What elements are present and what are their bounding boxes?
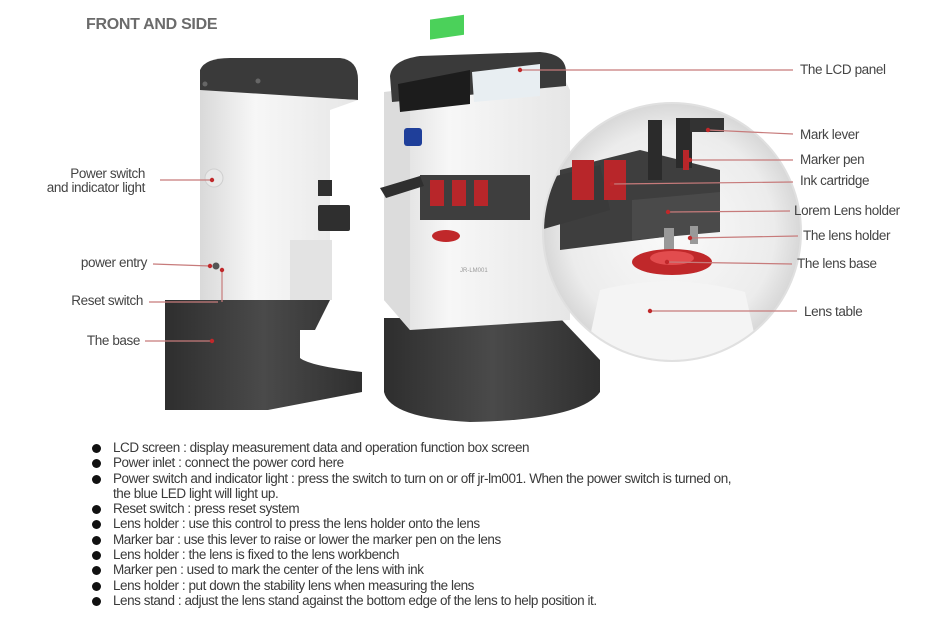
label-lcd-panel: The LCD panel [800, 62, 886, 77]
list-item: Lens stand : adjust the lens stand again… [92, 593, 731, 608]
page-title: FRONT AND SIDE [86, 16, 218, 33]
note-text-continued: the blue LED light will light up. [113, 485, 279, 501]
label-lens-base: The lens base [797, 256, 877, 271]
note-text: Lens holder : the lens is fixed to the l… [113, 547, 400, 563]
list-item: Marker pen : used to mark the center of … [92, 562, 731, 577]
device-diagram: JR-LM001 [145, 14, 802, 422]
list-item: Lens holder : use this control to press … [92, 516, 731, 531]
model-marking: JR-LM001 [460, 268, 488, 274]
list-item: Lens holder : put down the stability len… [92, 578, 731, 593]
bullet-icon [92, 581, 101, 591]
label-lorem-lens-holder: Lorem Lens holder [794, 203, 900, 218]
label-line: and indicator light [46, 180, 146, 195]
bullet-icon [92, 459, 101, 469]
note-text: Marker bar : use this lever to raise or … [113, 531, 501, 547]
note-text: Power inlet : connect the power cord her… [113, 455, 344, 471]
leader-dots [207, 67, 711, 344]
note-text: Lens stand : adjust the lens stand again… [113, 592, 597, 608]
note-text: LCD screen : display measurement data an… [113, 440, 530, 455]
label-lens-table: Lens table [804, 304, 863, 319]
bullet-icon [92, 566, 101, 576]
list-item: Power switch and indicator light : press… [92, 470, 732, 502]
label-ink-cartridge: Ink cartridge [800, 173, 870, 188]
bullet-icon [92, 444, 101, 453]
label-the-lens-holder: The lens holder [803, 228, 891, 243]
bullet-icon [92, 505, 101, 515]
magnified-detail [542, 102, 802, 362]
label-reset-switch: Reset switch [71, 293, 143, 308]
note-text: Lens holder : put down the stability len… [113, 577, 474, 593]
bullet-icon [92, 596, 101, 606]
side-view-device [165, 58, 362, 410]
list-item: Reset switch : press reset system [92, 501, 731, 516]
bullet-icon [92, 474, 101, 484]
label-the-base: The base [86, 333, 140, 348]
bullet-icon [92, 520, 101, 530]
list-item: Lens holder : the lens is fixed to the l… [92, 547, 731, 562]
front-view-device: JR-LM001 [380, 14, 600, 422]
note-text: Power switch and indicator light : press… [113, 470, 732, 486]
label-mark-lever: Mark lever [800, 127, 860, 142]
leader-lines [145, 69, 799, 342]
bullet-icon [92, 551, 101, 561]
list-item: Marker bar : use this lever to raise or … [92, 532, 731, 547]
bullet-icon [92, 535, 101, 545]
list-item: Power inlet : connect the power cord her… [92, 455, 731, 470]
label-power-entry: power entry [80, 255, 148, 270]
label-power-switch: Power switch and indicator light [46, 166, 146, 195]
feature-notes: LCD screen : display measurement data an… [92, 440, 732, 608]
note-text: Reset switch : press reset system [113, 501, 300, 517]
note-text: Marker pen : used to mark the center of … [113, 562, 424, 578]
label-line: Power switch [70, 166, 145, 181]
label-marker-pen: Marker pen [800, 152, 865, 167]
list-item: LCD screen : display measurement data an… [92, 440, 731, 455]
note-text: Lens holder : use this control to press … [113, 516, 480, 532]
